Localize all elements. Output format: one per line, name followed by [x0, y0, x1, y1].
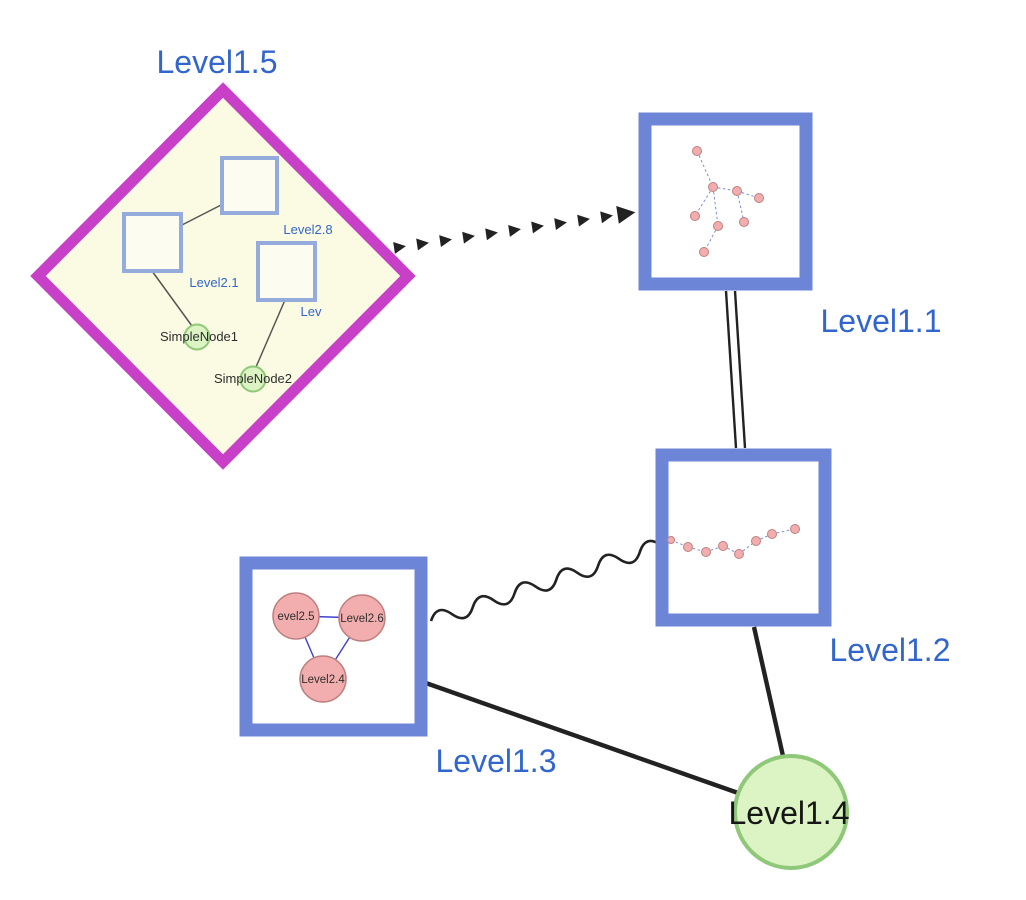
node-level1-4[interactable]: Level1.4 [729, 754, 850, 870]
inner-square-label-lev: Lev [301, 304, 322, 319]
label-level1-5: Level1.5 [157, 44, 278, 80]
edge-level28-level21[interactable] [179, 203, 224, 227]
simplenode1-circle[interactable] [183, 323, 211, 351]
level1-3-box[interactable] [239, 556, 428, 737]
inner-node-label-level2-5: evel2.5 [277, 611, 314, 623]
edge-level13-level14-solid[interactable] [422, 679, 742, 797]
inner-node-level2-5[interactable] [272, 592, 320, 640]
edge-level21-simplenode1[interactable] [151, 270, 193, 327]
simplenode2-circle[interactable] [239, 365, 267, 393]
edge-lev-simplenode2[interactable] [255, 299, 286, 368]
label-level1-2: Level1.2 [830, 632, 951, 668]
label-level1-1: Level1.1 [821, 303, 942, 339]
inner-node-label-level2-6: Level2.6 [340, 613, 383, 625]
group-level1-5[interactable]: Level2.8 Level2.1 Lev SimpleNode1 Simple… [30, 82, 416, 470]
inner-square-label-level2-8: Level2.8 [283, 222, 332, 237]
level1-5-diamond-shape[interactable] [30, 82, 416, 470]
group-level1-1[interactable] [638, 112, 813, 291]
inner-square-level2-1[interactable] [122, 212, 183, 273]
inner-node-label-level2-4: Level2.4 [301, 674, 345, 686]
level1-1-box[interactable] [638, 112, 813, 291]
simplenode2-label: SimpleNode2 [214, 371, 292, 386]
level1-4-circle[interactable] [733, 754, 849, 870]
inner-square-label-level2-1: Level2.1 [189, 275, 238, 290]
edge-level12-level14-solid[interactable] [751, 626, 786, 757]
edge-level13-level12-wavy[interactable] [429, 538, 663, 628]
label-level1-4: Level1.4 [729, 795, 850, 831]
inner-node-level2-6[interactable] [338, 594, 386, 642]
inner-square-level2-8[interactable] [220, 156, 279, 215]
level1-2-inner-nodes[interactable] [667, 524, 800, 559]
group-level1-2[interactable] [655, 448, 832, 627]
inner-square-lev[interactable] [256, 241, 317, 302]
level1-1-inner-nodes[interactable] [690, 146, 764, 257]
label-level1-3: Level1.3 [436, 743, 557, 779]
edge-level11-level12-double[interactable] [724, 290, 747, 449]
inner-node-level2-4[interactable] [299, 655, 347, 703]
edge-level15-level11-dashed-arrow[interactable] [393, 205, 636, 254]
group-level1-3[interactable]: evel2.5 Level2.6 Level2.4 [239, 556, 428, 737]
level1-2-box[interactable] [655, 448, 832, 627]
simplenode1-label: SimpleNode1 [160, 329, 238, 344]
